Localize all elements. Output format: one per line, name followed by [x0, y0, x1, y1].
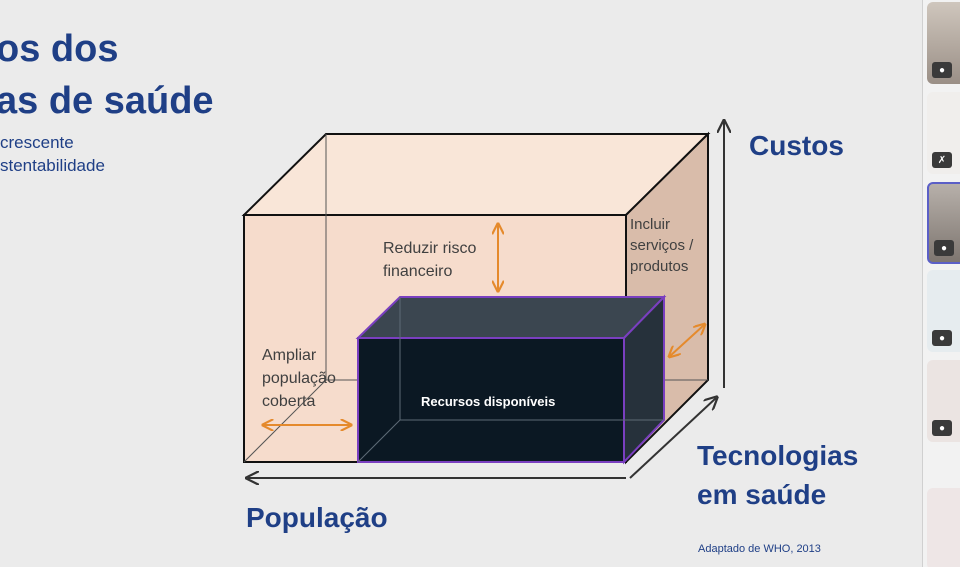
participant-tile-1[interactable]: ●	[927, 2, 960, 84]
slide-subtitle-line1: crescente	[0, 133, 74, 152]
recursos-label: Recursos disponíveis	[421, 394, 556, 409]
incluir-label-line3: produtos	[630, 258, 689, 275]
inner-box-front	[357, 337, 625, 463]
participant-tile-4[interactable]: ●	[927, 270, 960, 352]
participant-tile-6[interactable]	[927, 488, 960, 567]
slide-subtitle-line2: stentabilidade	[0, 156, 105, 175]
tecnologias-axis-arrow	[629, 398, 716, 479]
reduzir-label-line1: Reduzir risco	[383, 240, 477, 257]
person-icon: ●	[934, 240, 954, 256]
participant-tile-5[interactable]: ●	[927, 360, 960, 442]
source-citation: Adaptado de WHO, 2013	[698, 543, 821, 555]
slide-title-line2: as de saúde	[0, 80, 214, 122]
populacao-label: População	[246, 502, 388, 533]
custos-label: Custos	[749, 130, 844, 161]
ampliar-label-line3: coberta	[262, 393, 316, 410]
incluir-arrow	[670, 325, 704, 356]
ampliar-label-line2: população	[262, 370, 336, 387]
participants-sidebar: ● ✗ ● ● ●	[922, 0, 960, 567]
reduzir-label-line2: financeiro	[383, 263, 453, 280]
slide-title-line1: os dos	[0, 28, 119, 70]
cube-diagram	[241, 0, 922, 567]
person-icon: ●	[932, 330, 952, 346]
presentation-slide: os dos as de saúde crescente stentabilid…	[0, 0, 922, 567]
incluir-label-line2: serviços /	[630, 237, 694, 254]
inner-box-top	[355, 296, 667, 339]
person-icon: ●	[932, 420, 952, 436]
tecnologias-label-line2: em saúde	[697, 479, 827, 510]
incluir-label-line1: Incluir	[630, 216, 671, 233]
person-icon: ●	[932, 62, 952, 78]
tecnologias-label-line1: Tecnologias	[697, 440, 859, 471]
participant-tile-2[interactable]: ✗	[927, 92, 960, 174]
participant-tile-3[interactable]: ●	[927, 182, 960, 264]
ampliar-label-line1: Ampliar	[262, 347, 317, 364]
mic-off-icon: ✗	[932, 152, 952, 168]
